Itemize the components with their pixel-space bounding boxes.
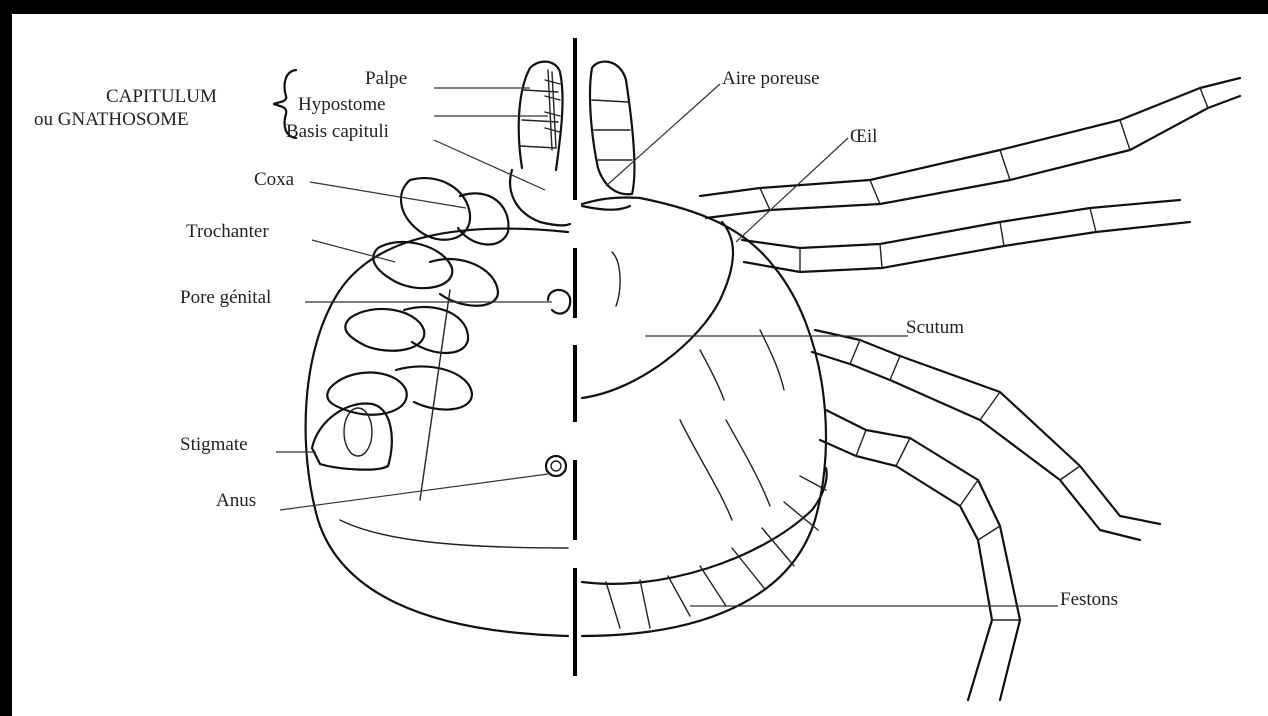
stigmate-label: Stigmate — [180, 434, 248, 455]
hypostome-label: Hypostome — [298, 94, 386, 115]
dorsal-legs — [700, 78, 1240, 700]
trochanter-label: Trochanter — [186, 221, 269, 242]
coxa-label: Coxa — [254, 169, 295, 190]
anus-label: Anus — [216, 490, 256, 511]
scutum-label: Scutum — [906, 317, 964, 338]
capitulum-drawing — [510, 62, 634, 226]
capitulum-label-line1: CAPITULUM — [106, 86, 217, 107]
diagram-canvas: CAPITULUM ou GNATHOSOME Palpe Hypostome … — [12, 14, 1268, 716]
basis-capituli-label: Basis capituli — [286, 121, 389, 142]
palpe-label: Palpe — [365, 68, 407, 89]
oeil-label: Œil — [850, 126, 877, 147]
aire-poreuse-label: Aire poreuse — [722, 68, 820, 89]
leader-lines — [276, 84, 1058, 606]
pore-genital-label: Pore génital — [180, 287, 271, 308]
capitulum-label-line2: ou GNATHOSOME — [34, 109, 189, 130]
tick-diagram: CAPITULUM ou GNATHOSOME Palpe Hypostome … — [12, 14, 1268, 716]
festons-label: Festons — [1060, 589, 1118, 610]
